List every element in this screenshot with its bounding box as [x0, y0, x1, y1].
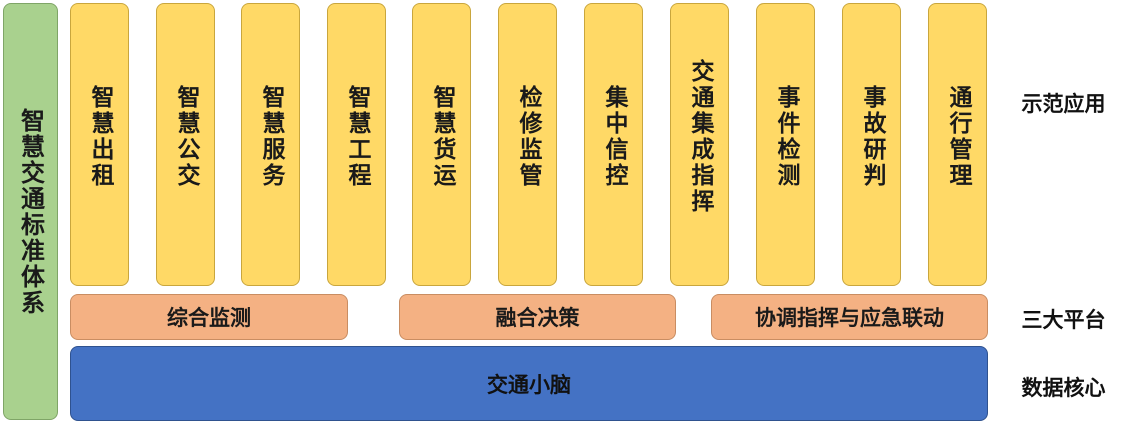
platform-coordination: 协调指挥与应急联动: [711, 294, 988, 340]
app-box-signal-control: 集中信控: [584, 3, 643, 286]
app-label: 集中信控: [601, 84, 627, 189]
app-label: 事故研判: [859, 84, 885, 189]
app-box-accident-analysis: 事故研判: [842, 3, 901, 286]
app-box-bus: 智慧公交: [156, 3, 215, 286]
app-box-service: 智慧服务: [241, 3, 300, 286]
app-box-event-detection: 事件检测: [756, 3, 815, 286]
app-label: 智慧服务: [258, 84, 284, 189]
app-label: 智慧工程: [344, 84, 370, 189]
app-box-engineering: 智慧工程: [327, 3, 386, 286]
app-label: 智慧出租: [87, 84, 113, 189]
layer-label-applications: 示范应用: [1021, 92, 1106, 116]
app-label: 智慧公交: [173, 84, 199, 189]
layer-label-core: 数据核心: [1021, 376, 1106, 400]
platform-decision: 融合决策: [399, 294, 676, 340]
app-box-taxi: 智慧出租: [70, 3, 129, 286]
app-label: 智慧货运: [429, 84, 455, 189]
platform-label: 协调指挥与应急联动: [755, 306, 944, 330]
app-box-traffic-management: 通行管理: [928, 3, 987, 286]
app-box-maintenance: 检修监管: [498, 3, 557, 286]
layer-label-platforms: 三大平台: [1021, 308, 1106, 332]
app-label: 检修监管: [515, 84, 541, 189]
core-traffic-brain: 交通小脑: [70, 346, 988, 421]
app-label: 交通集成指挥: [687, 58, 713, 215]
platform-label: 综合监测: [167, 306, 251, 330]
app-box-freight: 智慧货运: [412, 3, 471, 286]
app-box-integrated-command: 交通集成指挥: [670, 3, 729, 286]
core-label: 交通小脑: [487, 372, 571, 397]
platform-monitoring: 综合监测: [70, 294, 348, 340]
standard-system-label: 智慧交通标准体系: [16, 107, 45, 316]
app-label: 事件检测: [773, 84, 799, 189]
standard-system-bar: 智慧交通标准体系: [3, 3, 58, 420]
app-label: 通行管理: [945, 84, 971, 189]
platform-label: 融合决策: [495, 306, 580, 330]
